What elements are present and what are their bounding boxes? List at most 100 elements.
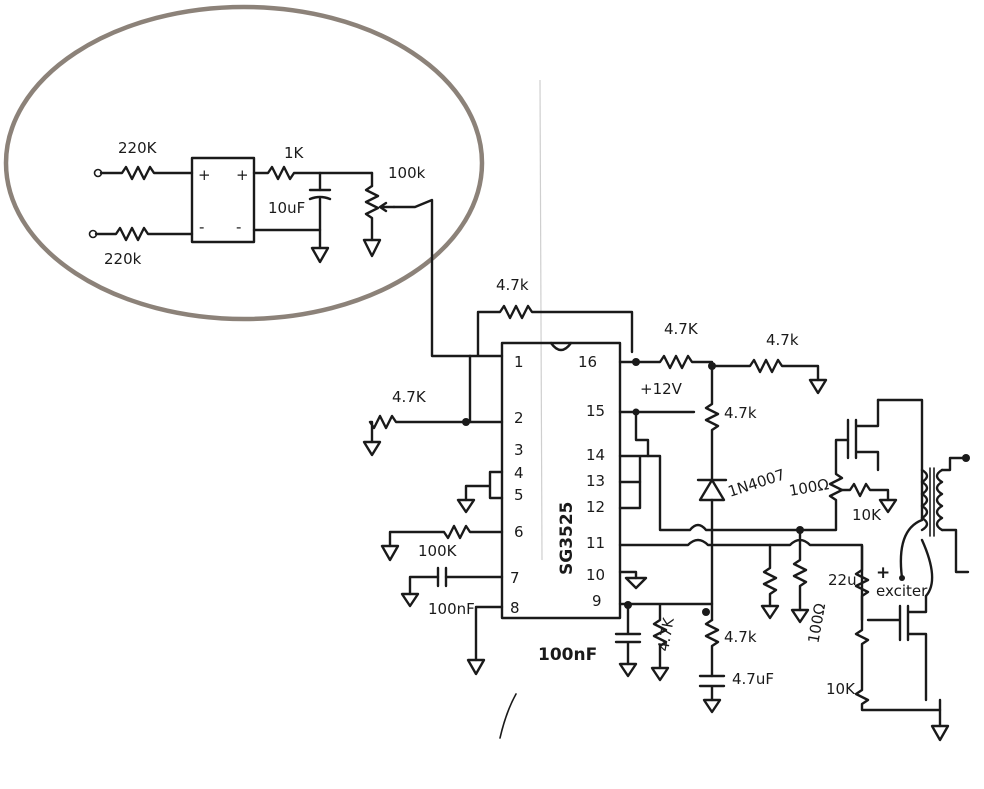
ground-icon-under-11 <box>760 604 780 620</box>
ic-pin-14: 14 <box>586 446 605 464</box>
label-r-mid: 4.7k <box>724 404 757 422</box>
ic-name: SG3525 <box>557 501 577 575</box>
label-r-gate-top-pd: 10K <box>852 506 882 524</box>
ic-sg3525: SG3525 1 2 3 4 5 6 7 8 16 15 14 13 12 11… <box>500 341 622 620</box>
ground-icon-bottom <box>702 698 722 714</box>
pin8-network <box>466 605 504 676</box>
ground-icon-pin6 <box>380 544 400 562</box>
label-r-pin6: 100K <box>418 542 458 560</box>
label-r-gate-top: 100Ω <box>788 475 831 500</box>
label-r-pin2: 4.7K <box>392 388 427 406</box>
ground-icon-pin7 <box>400 592 420 608</box>
ic-pin-1: 1 <box>514 353 524 371</box>
output-network <box>618 410 864 624</box>
ic-pin-16: 16 <box>578 353 597 371</box>
transformer: exciter <box>876 454 970 600</box>
pin7-network: 100nF <box>400 566 504 618</box>
feedback-wire <box>468 304 634 358</box>
highlight-ellipse <box>3 4 485 322</box>
mosfet-top-body <box>846 398 880 472</box>
bottom-resistor <box>704 618 720 678</box>
input-bottom-wire <box>94 226 194 242</box>
input-stage: 220K 220k + + - - 1K 10uF 100k <box>88 139 472 358</box>
label-r-input-bottom: 220k <box>104 250 142 268</box>
ic-body <box>500 341 622 620</box>
mosfet-top-pd <box>838 482 890 502</box>
ic-pin-8: 8 <box>510 599 520 617</box>
label-r-input-top: 220K <box>118 139 158 157</box>
transformer-primary <box>920 468 929 532</box>
ic-pin-11: 11 <box>586 534 605 552</box>
c-out-wire <box>854 544 942 712</box>
ic-pin-13: 13 <box>586 472 605 490</box>
label-c-pin7: 100nF <box>428 600 475 618</box>
pin2-resistor <box>368 414 504 444</box>
label-r-feedback: 4.7k <box>496 276 529 294</box>
label-r-series: 1K <box>284 144 305 162</box>
mosfet-top: 100Ω 10K <box>788 398 924 532</box>
label-c-bottom: 4.7uF <box>732 670 774 688</box>
label-c-out-plus: + <box>876 563 890 583</box>
ic-pin-10: 10 <box>586 566 605 584</box>
pin11-wire <box>618 538 864 622</box>
opamp-out-top-wire <box>252 165 374 181</box>
ground-icon-mosfet-top <box>878 498 898 514</box>
pin6-network: 100K <box>380 524 504 562</box>
exciter-node <box>899 575 905 581</box>
label-diode: 1N4007 <box>726 465 788 500</box>
label-r-ref: 4.7K <box>664 320 699 338</box>
feedback-network: 4.7k 4.7K <box>362 276 634 457</box>
pin4-5-network <box>456 470 504 514</box>
wiper-link <box>392 198 472 358</box>
input-top-wire <box>99 165 194 181</box>
ground-icon-pin8 <box>466 658 486 676</box>
ic-pin-15: 15 <box>586 402 605 420</box>
ic-pin-9: 9 <box>592 592 602 610</box>
ground-icon-pin10 <box>624 576 648 590</box>
ic-pin-5: 5 <box>514 486 524 504</box>
opamp-plus-out: + <box>236 166 249 184</box>
ic-pin-7: 7 <box>510 569 520 587</box>
label-c-pin9: 100nF <box>538 645 597 665</box>
pin9-network: 100nF 4.7K 4.7k 4.7uF <box>538 543 780 714</box>
ic-pin-12: 12 <box>586 498 605 516</box>
out-top-resistors <box>792 528 808 612</box>
pot-wiper <box>378 201 396 213</box>
mid-rail <box>704 364 720 482</box>
ground-icon-ref <box>808 378 828 395</box>
label-r-ref-gnd: 4.7k <box>766 331 799 349</box>
mosfet-bottom-gate <box>866 594 928 702</box>
ic-pin-6: 6 <box>514 523 524 541</box>
pot-body <box>364 184 380 242</box>
ref-network: 4.7K 4.7k +12V 4.7k 1N4007 <box>618 320 828 622</box>
pin9-resistor <box>652 603 668 670</box>
opamp-minus-out: - <box>236 218 241 236</box>
pin8-wire <box>474 605 504 662</box>
pin7-wire <box>408 575 504 596</box>
label-c-out: 22u <box>828 571 857 589</box>
pin14-wire <box>618 454 802 532</box>
mosfet-top-drain <box>876 398 924 522</box>
label-r-gate-bottom-pd: 10K <box>826 680 856 698</box>
cap-10u-plate-bottom <box>308 195 332 201</box>
ic-notch <box>549 341 573 352</box>
pin16-wire <box>618 354 714 370</box>
mosfet-top-gate-wire <box>798 438 850 532</box>
ic-pin-3: 3 <box>514 441 524 459</box>
ic-pin-2: 2 <box>514 409 524 427</box>
bottom-cap <box>698 674 726 702</box>
ground-icon-mosfet-bottom <box>930 724 950 742</box>
secondary-wire <box>940 456 970 574</box>
pin6-resistor <box>388 524 504 548</box>
ground-icon-out-mid <box>790 608 810 624</box>
primary-center <box>899 518 924 580</box>
ground-icon-pin2 <box>362 440 382 457</box>
opamp-plus-in: + <box>198 166 211 184</box>
label-pot: 100k <box>388 164 426 182</box>
pin10-ground <box>618 570 638 580</box>
label-load: exciter <box>876 582 928 600</box>
label-r-mid-bottom: 4.7k <box>724 628 757 646</box>
transformer-secondary <box>935 468 944 532</box>
r-under-11 <box>762 543 778 608</box>
ic-pin-4: 4 <box>514 464 524 482</box>
